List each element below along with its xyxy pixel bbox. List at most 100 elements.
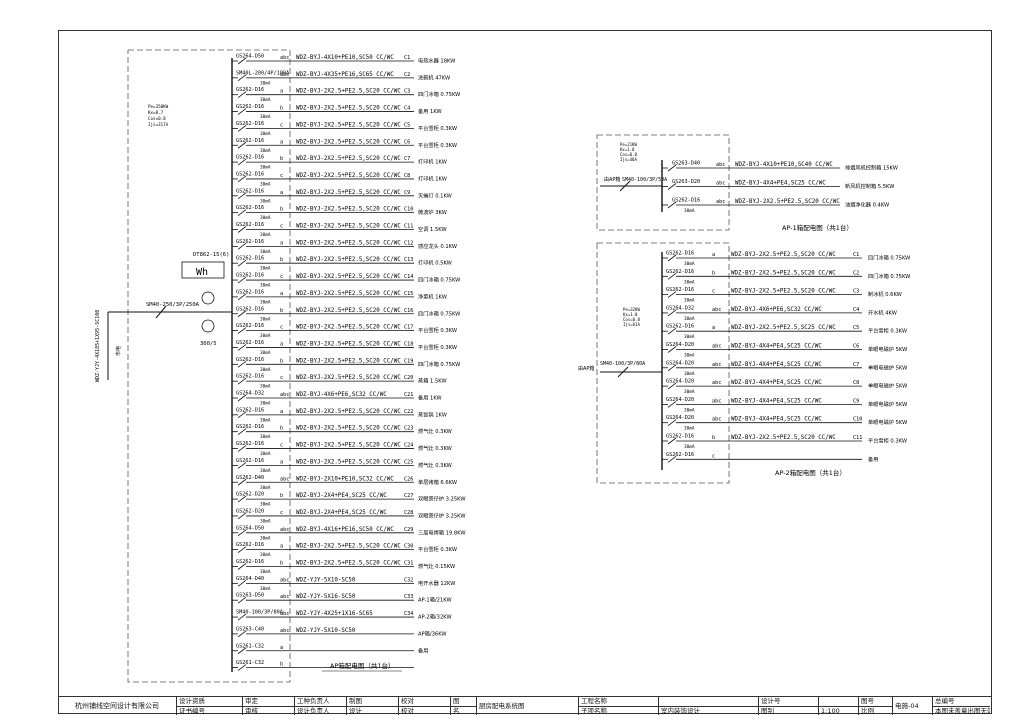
breaker-contact-symbol <box>667 346 677 353</box>
breaker-model-label: GS262-D16 <box>236 155 264 161</box>
cable-spec-label: WDZ-BYJ-2X2.5+PE2.5,SC20 CC/WC <box>296 274 401 280</box>
breaker-model-label: GS262-D16 <box>236 104 264 110</box>
phase-label: abc <box>712 307 721 313</box>
title-block-text: 制图 <box>349 697 362 705</box>
circuit-code-label: C24 <box>404 443 413 449</box>
breaker-model-label: GS262-D40 <box>236 475 264 481</box>
phase-label: b <box>280 207 283 213</box>
load-description-label: 微波炉 3KW <box>418 208 447 216</box>
meter-model-label: DT862-15(6) <box>193 252 229 258</box>
breaker-contact-symbol <box>237 462 247 469</box>
circuit-code-label: C20 <box>404 375 413 381</box>
phase-label: a <box>280 544 283 550</box>
rcd-label: 30mA <box>260 266 271 272</box>
load-description-label: 四门冰箱 0.75KW <box>418 360 460 368</box>
load-description-label: 开水机 4KW <box>868 308 897 316</box>
phase-label: abc <box>280 611 289 617</box>
breaker-contact-symbol <box>237 445 247 452</box>
phase-label: b <box>280 561 283 567</box>
rcd-label: 30mA <box>260 417 271 423</box>
title-block-text: 工程名称 <box>581 697 607 705</box>
breaker-contact-symbol <box>667 164 677 172</box>
breaker-contact-symbol <box>237 108 247 115</box>
rcd-label: 30mA <box>684 371 695 377</box>
circuit-code-label: C11 <box>853 435 862 441</box>
circuit-code-label: C12 <box>404 240 413 246</box>
breaker-model-label: GS263-D40 <box>672 161 700 167</box>
phase-label: c <box>280 173 283 179</box>
breaker-contact-symbol <box>667 401 677 408</box>
main-incomer-breaker-symbol <box>155 305 167 319</box>
breaker-model-label: GS262-D16 <box>672 198 700 204</box>
rcd-label: 30mA <box>260 518 271 524</box>
circuit-code-label: C8 <box>853 380 859 386</box>
load-description-label: 打印机 1KW <box>418 174 447 182</box>
breaker-model-label: GS261-C32 <box>236 660 264 666</box>
phase-label: abc <box>280 577 289 583</box>
breaker-contact-symbol <box>237 377 247 385</box>
cable-spec-label: WDZ-BYJ-4X4+PE4,SC25 CC/WC <box>735 181 826 187</box>
ap1-param-pe: Pe=21KW <box>620 142 637 147</box>
cable-spec-label: WDZ-BYJ-4X16+PE16,SC50 CC/WC <box>296 527 394 533</box>
circuit-code-label: C10 <box>853 417 862 423</box>
breaker-model-label: GS262-D16 <box>236 306 264 312</box>
load-description-label: 平台雪柜 0.3KW <box>418 141 457 149</box>
breaker-contact-symbol <box>237 57 247 65</box>
title-block-text: 校对 <box>401 697 414 705</box>
ap2-panel-caption: AP-2箱配电图（共1台） <box>775 468 846 477</box>
cable-spec-label: WDZ-BYJ-2X2.5+PE2.5,SC20 CC/WC <box>296 459 401 465</box>
phase-label: b <box>280 308 283 314</box>
load-description-label: 平台雪柜 0.3KW <box>418 343 457 351</box>
breaker-model-label: GS263-D20 <box>672 179 700 185</box>
phase-label: b <box>280 156 283 162</box>
breaker-contact-symbol <box>667 364 677 372</box>
phase-label: b <box>712 435 715 441</box>
rcd-label: 30mA <box>260 316 271 322</box>
rcd-label: 30mA <box>260 215 271 221</box>
load-description-label: 蒸箱 1.5KW <box>418 377 447 385</box>
cable-spec-label: WDZ-YJY-4X25+1X16-SC65 <box>296 611 373 617</box>
breaker-model-label: GS264-D40 <box>236 576 264 582</box>
breaker-contact-symbol <box>667 437 677 445</box>
main-panel-caption: AP箱配电图（共1台） <box>330 661 395 670</box>
main-param-kx: Kx=0.7 <box>148 110 164 115</box>
rcd-label: 30mA <box>260 401 271 407</box>
breaker-contact-symbol <box>667 382 677 390</box>
rcd-label: 30mA <box>684 353 695 359</box>
cable-spec-label: WDZ-BYJ-2X2.5+PE2.5,SC20 CC/WC <box>296 291 401 297</box>
energy-meter-symbol: Wh <box>196 267 208 278</box>
cable-spec-label: WDZ-BYJ-2X2.5+PE2.5,SC20 CC/WC <box>296 156 401 162</box>
title-block-text: 审定 <box>245 697 258 705</box>
title-block-cell: 审定审核 <box>242 697 294 715</box>
breaker-contact-symbol <box>237 158 247 166</box>
breaker-contact-symbol <box>237 125 247 132</box>
rcd-label: 30mA <box>260 535 271 541</box>
breaker-contact-symbol <box>237 664 247 671</box>
phase-label: abc <box>280 594 289 600</box>
ct-coil-upper <box>201 291 215 305</box>
ap1-param-cos: Cos=0.8 <box>620 152 637 157</box>
ap2-param-ijs: Ijs=61A <box>623 322 640 327</box>
circuit-code-label: C19 <box>404 358 413 364</box>
breaker-contact-symbol <box>237 613 247 621</box>
load-description-label: 排烟风机控制箱 15KW <box>845 164 898 172</box>
main-panel-incomer: SM40-250/3P/250A WDZ-YJY-4X185+1X95-SC10… <box>95 58 402 672</box>
phase-label: a <box>280 645 283 651</box>
title-block-text: 审核 <box>243 706 294 715</box>
breaker-contact-symbol <box>237 209 247 216</box>
phase-label: abc <box>716 199 725 205</box>
breaker-contact-symbol <box>237 259 247 267</box>
title-block-cell: 总编号本图未盖章出图无效 <box>932 697 990 715</box>
